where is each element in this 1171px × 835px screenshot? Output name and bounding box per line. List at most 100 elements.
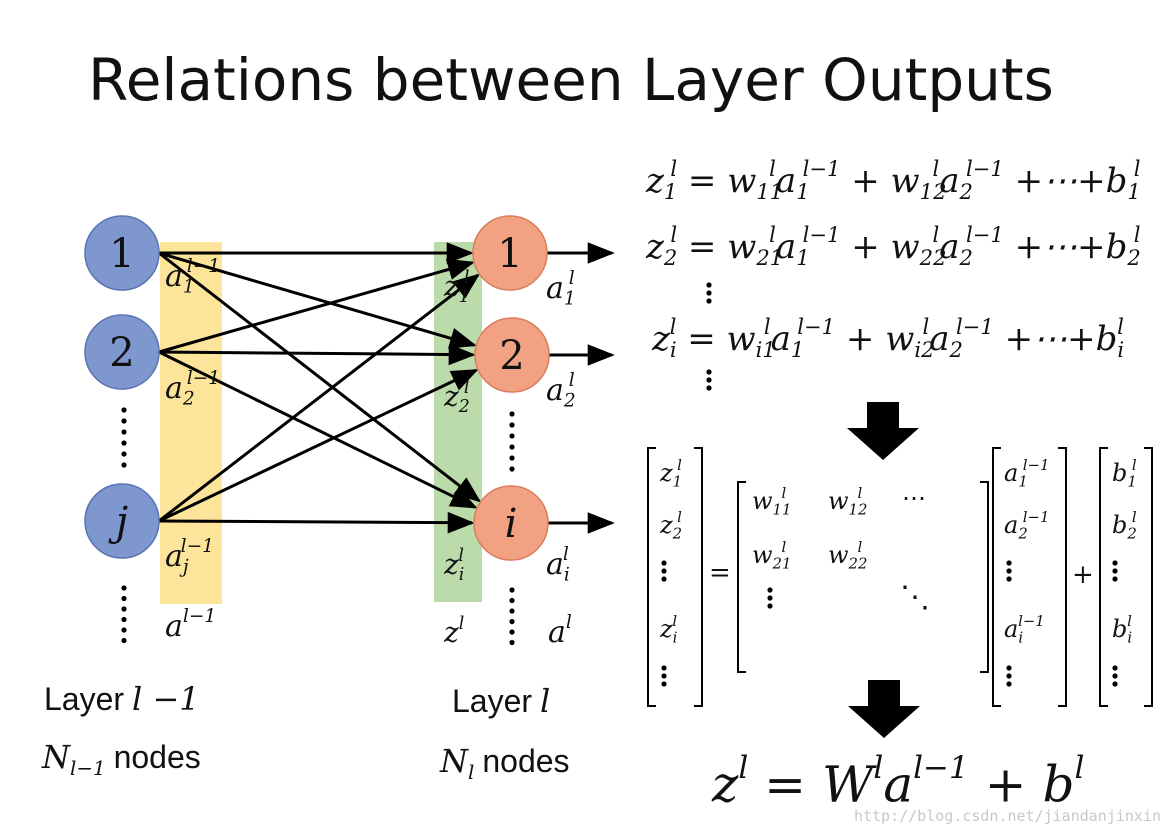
matrix-plus: + <box>1072 560 1094 590</box>
cur-bottom-ellipsis-dot <box>509 629 515 635</box>
cur-mid-ellipsis-dot <box>509 444 515 450</box>
edge-0-1 <box>158 251 477 349</box>
matrix-b-i: bil <box>1112 612 1133 647</box>
cur-node-label-0: 1 <box>497 231 522 277</box>
connection-edges <box>158 242 482 534</box>
cur-a-vector: al <box>548 612 572 650</box>
cur-node-1 <box>474 317 550 393</box>
prev-bottom-ellipsis-dot <box>121 595 127 602</box>
cur-output-i: ail <box>546 544 570 586</box>
matrix-z-1: z1l <box>660 456 683 491</box>
a-bracket-right <box>1058 447 1067 707</box>
down-arrows <box>847 402 920 738</box>
cur-bottom-ellipsis-dot <box>509 639 515 646</box>
prev-mid-ellipsis-dot <box>121 429 127 435</box>
prev-node-1 <box>84 314 160 390</box>
edge-1-2 <box>158 350 478 509</box>
cur-output-1: a1l <box>546 268 576 310</box>
eq-ellipsis-1-dot <box>706 290 712 296</box>
a-bracket-left <box>992 447 1001 707</box>
edge-2-0 <box>158 273 481 523</box>
z-bracket-left <box>647 447 656 707</box>
prev-node-label-0: 1 <box>109 231 134 277</box>
edge-1-0 <box>158 258 475 354</box>
cur-bottom-ellipsis-dot <box>509 587 515 593</box>
prev-output-j: ajl−1 <box>165 536 215 578</box>
equation-i: zil = wi1la1l−1 + wi2la2l−1 +⋯+bil <box>652 314 1125 363</box>
eq-ellipsis-2-dot <box>706 385 712 391</box>
matrix-a-i: ail−1 <box>1004 612 1045 647</box>
prev-layer-band <box>160 242 222 604</box>
matrix-w-12: w12l <box>828 484 868 519</box>
prev-layer-nodes-caption: Nl−1 nodes <box>42 738 201 780</box>
vertical-ellipses <box>121 282 1118 687</box>
matrix-a-ellipsis-2-dot <box>1006 665 1012 671</box>
cur-layer-nodes: 12i <box>472 215 550 561</box>
prev-node-0 <box>84 215 160 291</box>
prev-mid-ellipsis-dot <box>121 418 127 424</box>
prev-mid-ellipsis-dot <box>121 462 127 468</box>
edge-0-2 <box>158 251 482 503</box>
matrix-b-ellipsis-1-dot <box>1112 568 1118 574</box>
b-bracket-right <box>1144 447 1153 707</box>
cur-mid-ellipsis-dot <box>509 433 515 439</box>
matrix-a-2: a2l−1 <box>1004 508 1050 543</box>
cur-node-label-2: i <box>505 501 518 547</box>
matrix-a-1: a1l−1 <box>1004 456 1050 491</box>
prev-bottom-ellipsis-dot <box>121 585 127 591</box>
cur-input-1: z1l <box>444 268 470 308</box>
matrix-a-ellipsis-1-dot <box>1006 560 1012 566</box>
eq-ellipsis-1-dot <box>706 282 712 288</box>
page-title: Relations between Layer Outputs <box>88 46 1054 114</box>
matrix-a-ellipsis-2-dot <box>1006 681 1012 687</box>
cur-node-0 <box>472 215 548 291</box>
matrix-a-ellipsis-2-dot <box>1006 673 1012 679</box>
w-bracket-left <box>737 481 746 673</box>
cur-layer-caption: Layer l <box>452 682 551 720</box>
b-bracket-left <box>1099 447 1108 707</box>
final-equation: zl = Wlal−1 + bl <box>712 750 1085 814</box>
eq-ellipsis-2-dot <box>706 369 712 375</box>
edge-2-1 <box>158 368 479 523</box>
prev-mid-ellipsis-dot <box>121 451 127 457</box>
prev-bottom-ellipsis-dot <box>121 616 127 623</box>
output-arrows <box>547 242 615 534</box>
cur-bottom-ellipsis-dot <box>509 618 515 625</box>
prev-output-2: a2l−1 <box>165 368 221 410</box>
matrix-z-ellipsis-1-dot <box>661 560 667 566</box>
prev-node-2 <box>84 483 160 559</box>
cur-input-2: z2l <box>444 378 470 418</box>
matrix-b-ellipsis-2-dot <box>1112 665 1118 671</box>
edge-2-2 <box>158 511 475 534</box>
prev-mid-ellipsis-dot <box>121 440 127 446</box>
eq-ellipsis-2-dot <box>706 377 712 383</box>
cur-bottom-ellipsis-dot <box>509 608 515 614</box>
matrix-z-ellipsis-2-dot <box>661 681 667 687</box>
matrix-a-ellipsis-1-dot <box>1006 576 1012 582</box>
prev-bottom-ellipsis-dot <box>121 606 127 612</box>
matrix-z-2: z2l <box>660 508 683 543</box>
cur-input-i: zil <box>444 546 465 586</box>
eq-ellipsis-1-dot <box>706 298 712 304</box>
matrix-z-ellipsis-1-dot <box>661 576 667 582</box>
equation-1: z1l = w11la1l−1 + w12la2l−1 +⋯+b1l <box>646 156 1141 205</box>
cur-node-2 <box>473 485 549 561</box>
matrix-b-ellipsis-2-dot <box>1112 673 1118 679</box>
cur-mid-ellipsis-dot <box>509 411 515 417</box>
matrix-w-22: w22l <box>828 538 868 573</box>
cur-output-2: a2l <box>546 370 576 412</box>
cur-mid-ellipsis-dot <box>509 466 515 472</box>
prev-output-vector: al−1 <box>165 606 217 644</box>
cur-z-vector: zl <box>444 614 465 650</box>
edge-1-1 <box>158 343 476 366</box>
prev-bottom-ellipsis-dot <box>121 637 127 644</box>
prev-layer-caption: Layer l −1 <box>44 680 200 718</box>
prev-mid-ellipsis-dot <box>121 407 127 413</box>
prev-output-1: a1l−1 <box>165 256 221 298</box>
matrix-w-ellipsis-dot <box>767 587 773 593</box>
prev-node-label-1: 2 <box>109 330 134 376</box>
matrix-w-ellipsis-dot <box>767 595 773 601</box>
prev-bottom-ellipsis-dot <box>121 627 127 633</box>
